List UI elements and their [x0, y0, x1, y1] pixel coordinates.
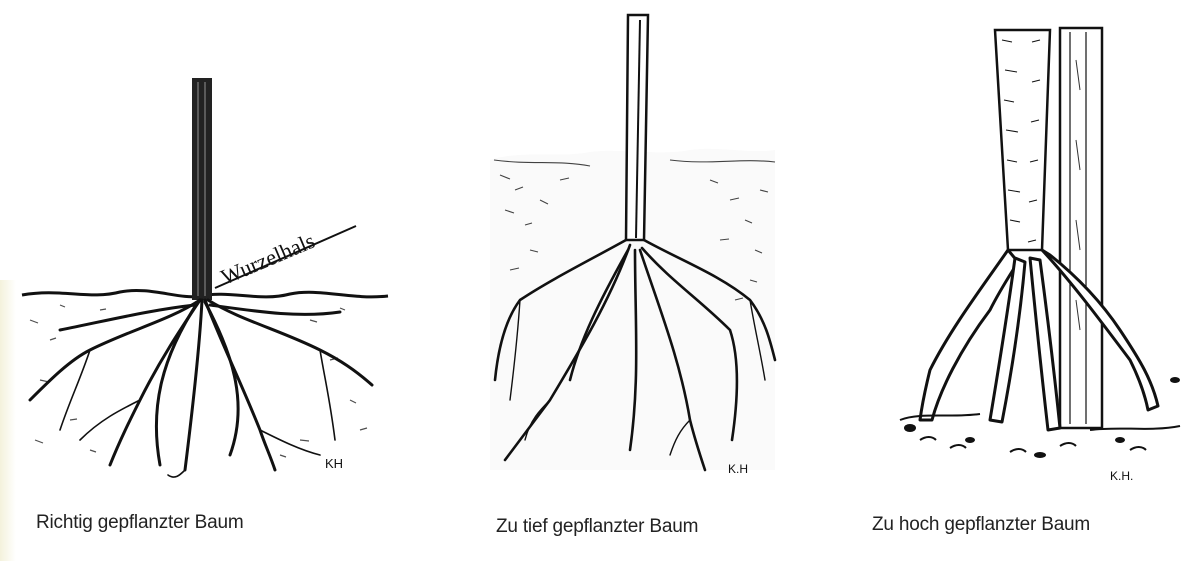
illustration-too-high: K.H. [890, 0, 1203, 500]
initials-panel-3: K.H. [1110, 469, 1133, 483]
initials-panel-2: K.H [728, 462, 748, 476]
panel-too-high: K.H. [890, 0, 1203, 561]
label-wurzelhals: Wurzelhals [217, 228, 318, 290]
panel-too-deep: K.H [470, 0, 800, 561]
caption-correct-planting: Richtig gepflanzter Baum [36, 512, 243, 534]
initials-panel-1: KH [325, 456, 343, 471]
illustration-correct-planting: Wurzelhals KH [0, 0, 400, 500]
panel-correct-planting: Wurzelhals KH [0, 0, 400, 561]
caption-too-high: Zu hoch gepflanzter Baum [872, 514, 1090, 536]
caption-too-deep: Zu tief gepflanzter Baum [496, 516, 698, 538]
illustration-too-deep: K.H [470, 0, 800, 500]
